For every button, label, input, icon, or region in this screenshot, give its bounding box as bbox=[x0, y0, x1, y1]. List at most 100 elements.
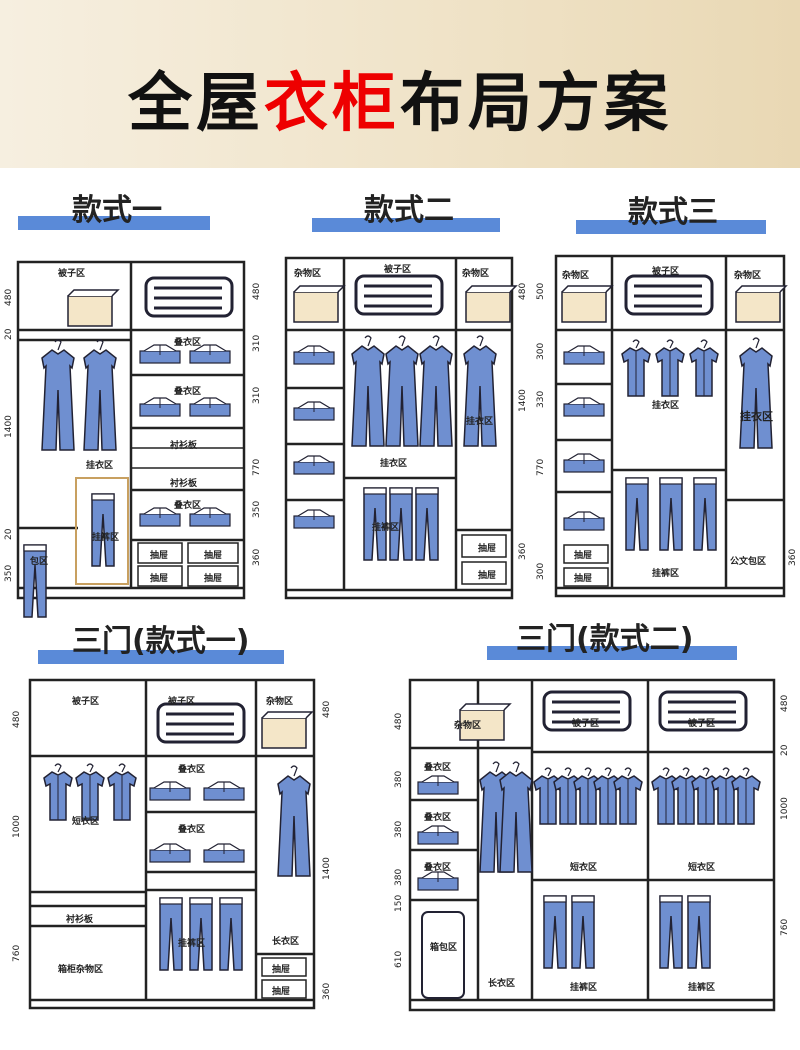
section4-title: 三门(款式一) bbox=[72, 624, 250, 659]
title-part2: 衣柜 bbox=[264, 67, 400, 141]
label-w3-misc1: 杂物区 bbox=[562, 271, 590, 281]
dim-w3r-360: 360 bbox=[788, 548, 798, 566]
label-w1-fold2: 叠衣区 bbox=[174, 387, 202, 397]
label-w4-misc: 杂物区 bbox=[266, 697, 294, 707]
section2-title: 款式二 bbox=[364, 193, 454, 228]
dim-w5-150: 150 bbox=[394, 894, 404, 912]
label-w2-drawer1: 抽屉 bbox=[478, 544, 497, 554]
dim-w4-760: 760 bbox=[12, 944, 22, 962]
dim-w1-480: 480 bbox=[4, 288, 14, 306]
dim-w5r-760: 760 bbox=[780, 918, 790, 936]
dim-w1r-310a: 310 bbox=[252, 334, 262, 352]
label-w4-quilt2: 被子区 bbox=[168, 697, 196, 707]
label-w2-hang1: 挂衣区 bbox=[380, 459, 408, 469]
label-w4-long: 长衣区 bbox=[272, 937, 300, 947]
section1-bar bbox=[18, 216, 210, 230]
section5-bar bbox=[487, 646, 737, 660]
dim-w1r-350: 350 bbox=[252, 500, 262, 518]
label-w4-drawer1: 抽屉 bbox=[272, 965, 291, 975]
label-w4-quilt1: 被子区 bbox=[72, 697, 100, 707]
label-w5-short1: 短衣区 bbox=[570, 863, 598, 873]
dim-w3-300b: 300 bbox=[536, 562, 546, 580]
label-w3-docbag: 公文包区 bbox=[730, 557, 767, 567]
short-shirts-right bbox=[651, 767, 761, 825]
dim-w5-380a: 380 bbox=[394, 770, 404, 788]
section5-title: 三门(款式二) bbox=[516, 622, 694, 657]
label-w3-drawer1: 抽屉 bbox=[574, 551, 593, 561]
dim-w1-20b: 20 bbox=[4, 528, 14, 540]
label-w5-fold2: 叠衣区 bbox=[424, 813, 452, 823]
label-w3-hang2: 挂衣区 bbox=[740, 410, 773, 423]
section4-bar bbox=[38, 650, 284, 664]
label-w5-misc: 杂物区 bbox=[454, 721, 482, 731]
dim-w4r-360: 360 bbox=[322, 982, 332, 1000]
label-w2-quilt: 被子区 bbox=[384, 265, 412, 275]
label-w2-misc2: 杂物区 bbox=[462, 269, 490, 279]
label-w1-shirt1: 衬衫板 bbox=[170, 441, 198, 451]
dim-w4r-480: 480 bbox=[322, 700, 332, 718]
label-w3-pants: 挂裤区 bbox=[652, 569, 680, 579]
label-w5-luggage: 箱包区 bbox=[430, 943, 458, 953]
label-w2-misc1: 杂物区 bbox=[294, 269, 322, 279]
dim-w5-610: 610 bbox=[394, 950, 404, 968]
label-w1-pants: 挂裤区 bbox=[92, 533, 120, 543]
label-w5-short2: 短衣区 bbox=[688, 863, 716, 873]
label-w1-drawer2: 抽屉 bbox=[150, 574, 169, 584]
short-shirts-left bbox=[533, 767, 643, 825]
label-w4-pants: 挂裤区 bbox=[178, 939, 206, 949]
label-w3-hang1: 挂衣区 bbox=[652, 401, 680, 411]
dim-w3-300: 300 bbox=[536, 342, 546, 360]
label-w5-long: 长衣区 bbox=[488, 979, 516, 989]
dim-w1-20: 20 bbox=[4, 328, 14, 340]
wardrobe-style1 bbox=[16, 260, 246, 600]
label-w1-drawer4: 抽屉 bbox=[204, 574, 223, 584]
wardrobe-3door-style1 bbox=[28, 678, 316, 1010]
page-title: 全屋衣柜布局方案 bbox=[0, 52, 800, 144]
header-banner bbox=[0, 0, 800, 168]
label-w1-drawer3: 抽屉 bbox=[204, 551, 223, 561]
dim-w1r-310b: 310 bbox=[252, 386, 262, 404]
label-w1-fold1: 叠衣区 bbox=[174, 338, 202, 348]
label-w3-quilt: 被子区 bbox=[652, 267, 680, 277]
section1-title: 款式一 bbox=[72, 193, 162, 228]
dim-w1-1400: 1400 bbox=[4, 415, 14, 438]
label-w5-quilt1: 被子区 bbox=[572, 719, 600, 729]
label-w4-fold1: 叠衣区 bbox=[178, 765, 206, 775]
dim-w3-330: 330 bbox=[536, 390, 546, 408]
label-w4-drawer2: 抽屉 bbox=[272, 987, 291, 997]
label-w1-fold3: 叠衣区 bbox=[174, 501, 202, 511]
label-w1-hang: 挂衣区 bbox=[86, 461, 114, 471]
label-w5-pants1: 挂裤区 bbox=[570, 983, 598, 993]
dim-w4-480: 480 bbox=[12, 710, 22, 728]
label-w5-fold1: 叠衣区 bbox=[424, 763, 452, 773]
label-w5-quilt2: 被子区 bbox=[688, 719, 716, 729]
label-w1-shirt2: 衬衫板 bbox=[170, 479, 198, 489]
dim-w1r-770: 770 bbox=[252, 458, 262, 476]
label-w2-drawer2: 抽屉 bbox=[478, 571, 497, 581]
label-w3-drawer2: 抽屉 bbox=[574, 574, 593, 584]
dim-w1-350: 350 bbox=[4, 564, 14, 582]
label-w1-bag: 包区 bbox=[30, 557, 49, 567]
dim-w1r-360: 360 bbox=[252, 548, 262, 566]
label-w2-hang2: 挂衣区 bbox=[466, 417, 494, 427]
wardrobe-style3 bbox=[554, 254, 786, 598]
dim-w5r-480: 480 bbox=[780, 694, 790, 712]
dim-w5r-20: 20 bbox=[780, 744, 790, 756]
label-w4-shirt: 衬衫板 bbox=[66, 915, 94, 925]
label-w4-suitcase: 箱柜杂物区 bbox=[58, 965, 104, 975]
dim-w1r-480: 480 bbox=[252, 282, 262, 300]
label-w2-pants: 挂裤区 bbox=[372, 523, 400, 533]
dim-w3-770: 770 bbox=[536, 458, 546, 476]
wardrobe-style2 bbox=[284, 256, 514, 600]
section3-bar bbox=[576, 220, 766, 234]
dim-w5-480: 480 bbox=[394, 712, 404, 730]
label-w5-pants2: 挂裤区 bbox=[688, 983, 716, 993]
label-w1-quilt: 被子区 bbox=[58, 269, 86, 279]
dim-w4-1000: 1000 bbox=[12, 815, 22, 838]
dim-w5r-1000: 1000 bbox=[780, 797, 790, 820]
dim-w2-360: 360 bbox=[518, 542, 528, 560]
label-w1-drawer1: 抽屉 bbox=[150, 551, 169, 561]
label-w3-misc2: 杂物区 bbox=[734, 271, 762, 281]
label-w4-fold2: 叠衣区 bbox=[178, 825, 206, 835]
dim-w5-380b: 380 bbox=[394, 820, 404, 838]
